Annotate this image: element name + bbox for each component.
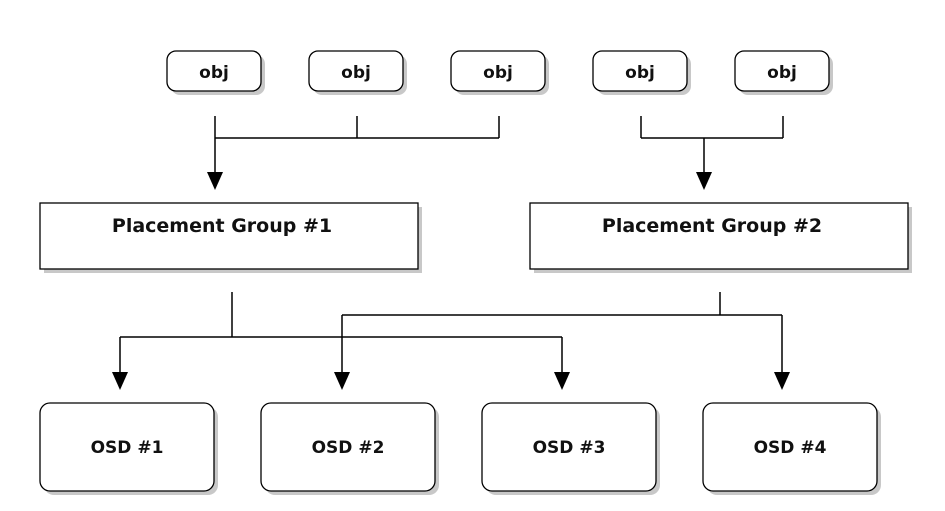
object-node-3: obj bbox=[450, 50, 549, 95]
arrow-head bbox=[554, 372, 570, 390]
arrow-head bbox=[207, 172, 223, 190]
osd-node-2: OSD #2 bbox=[260, 402, 439, 495]
placement-group-label: Placement Group #2 bbox=[602, 215, 822, 237]
object-node-1: obj bbox=[166, 50, 265, 95]
object-label: obj bbox=[341, 63, 371, 83]
arrow-head bbox=[334, 372, 350, 390]
object-node-2: obj bbox=[308, 50, 407, 95]
placement-group-label: Placement Group #1 bbox=[112, 215, 332, 237]
arrow-head bbox=[112, 372, 128, 390]
osd-label: OSD #3 bbox=[533, 438, 606, 458]
osd-node-1: OSD #1 bbox=[39, 402, 218, 495]
osd-label: OSD #2 bbox=[312, 438, 385, 458]
connector-objects-to-pg1 bbox=[207, 116, 500, 190]
arrow-head bbox=[774, 372, 790, 390]
arrow-head bbox=[696, 172, 712, 190]
osd-label: OSD #4 bbox=[754, 438, 827, 458]
object-label: obj bbox=[199, 63, 229, 83]
connector-objects-to-pg2 bbox=[640, 116, 784, 190]
object-label: obj bbox=[483, 63, 513, 83]
osd-label: OSD #1 bbox=[91, 438, 164, 458]
object-node-5: obj bbox=[734, 50, 833, 95]
placement-group-2: Placement Group #2 bbox=[529, 202, 912, 273]
osd-node-4: OSD #4 bbox=[702, 402, 881, 495]
object-node-4: obj bbox=[592, 50, 691, 95]
object-label: obj bbox=[767, 63, 797, 83]
object-label: obj bbox=[625, 63, 655, 83]
connector-pg2-to-osds bbox=[334, 292, 790, 390]
osd-node-3: OSD #3 bbox=[481, 402, 660, 495]
connector-pg1-to-osds bbox=[112, 292, 570, 390]
placement-group-1: Placement Group #1 bbox=[39, 202, 422, 273]
